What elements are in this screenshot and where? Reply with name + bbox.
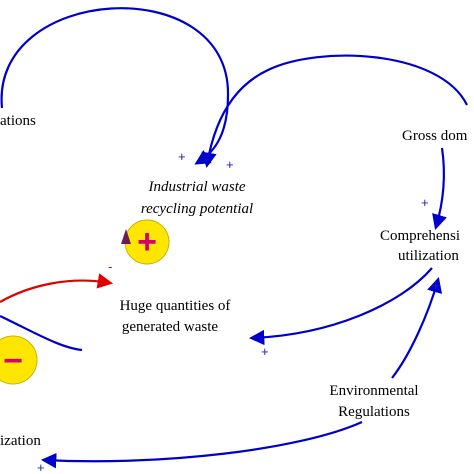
- polarity-plus: +: [261, 344, 269, 359]
- node-comprehensive-line2: utilization: [398, 248, 459, 264]
- node-gross-domestic: Gross dom: [402, 128, 468, 144]
- polarity-plus: +: [432, 278, 440, 293]
- link-gross-domestic-to-comprehensive: [432, 147, 447, 230]
- link-environmental-to-comprehensive: [391, 277, 443, 379]
- balancing-loop-badge: −: [0, 335, 38, 385]
- node-environmental-line2: Regulations: [338, 404, 410, 420]
- reinforcing-loop-symbol: +: [137, 223, 157, 261]
- polarity-plus: +: [178, 149, 186, 164]
- node-utilization-left: ization: [0, 433, 41, 449]
- link-comprehensive-to-huge-quantities: [248, 267, 433, 346]
- node-industrial-waste-line1: Industrial waste: [147, 179, 245, 195]
- reinforcing-loop-badge: +: [121, 219, 170, 265]
- node-regulations-left: ations: [0, 113, 36, 129]
- polarity-plus: +: [226, 157, 234, 172]
- polarity-plus: +: [421, 195, 429, 210]
- reinforcing-loop-arrowhead: [121, 229, 131, 244]
- node-environmental-line1: Environmental: [329, 383, 418, 399]
- balancing-loop-symbol: −: [3, 342, 23, 380]
- link-left-to-huge-quantities-negative: [0, 273, 114, 303]
- link-environmental-to-utilization: [40, 420, 363, 469]
- node-huge-quantities-line2: generated waste: [122, 319, 219, 335]
- node-huge-quantities-line1: Huge quantities of: [120, 298, 231, 314]
- link-gross-domestic-to-industrial-waste: [201, 54, 468, 169]
- link-regulations-to-industrial-waste: [0, 7, 230, 165]
- polarity-minus: -: [108, 259, 112, 274]
- node-industrial-waste-line2: recycling potential: [141, 201, 253, 217]
- link-huge-quantities-to-left: [0, 315, 83, 352]
- node-comprehensive-line1: Comprehensi: [380, 228, 460, 244]
- polarity-plus: +: [37, 460, 45, 474]
